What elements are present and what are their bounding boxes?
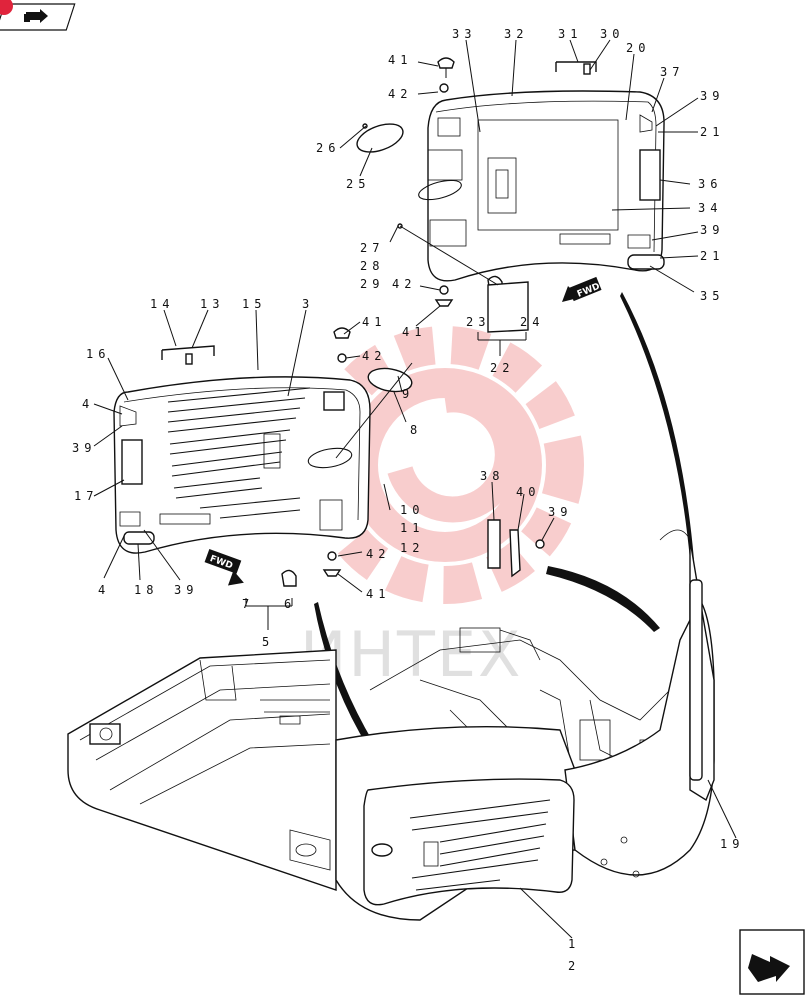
callout-10: 10: [400, 503, 424, 517]
callout-36: 36: [698, 177, 722, 191]
callout-7: 7: [242, 597, 254, 611]
next-page-button[interactable]: [739, 929, 805, 995]
callout-12: 12: [400, 541, 424, 555]
callout-37: 37: [660, 65, 684, 79]
nav-badge: [0, 0, 13, 15]
callout-41: 41: [366, 587, 390, 601]
prev-page-button[interactable]: [0, 0, 76, 31]
callout-39: 39: [174, 583, 198, 597]
callout-22: 22: [490, 361, 514, 375]
machine-frame: [67, 649, 337, 891]
callout-28: 28: [360, 259, 384, 273]
leader-lines: [93, 39, 737, 939]
callout-40: 40: [516, 485, 540, 499]
callout-18: 18: [134, 583, 158, 597]
callout-34: 34: [698, 201, 722, 215]
callout-39: 39: [72, 441, 96, 455]
callout-11: 11: [400, 521, 424, 535]
rear-grille: [363, 778, 575, 906]
fwd-arrow-upper: FWD: [562, 276, 602, 302]
callout-15: 15: [242, 297, 266, 311]
callout-41: 41: [402, 325, 426, 339]
callout-39: 39: [548, 505, 572, 519]
callout-41: 41: [388, 53, 412, 67]
callout-6: 6: [284, 597, 296, 611]
callout-30: 30: [600, 27, 624, 41]
callout-29: 29: [360, 277, 384, 291]
callout-8: 8: [410, 423, 422, 437]
callout-14: 14: [150, 297, 174, 311]
callout-25: 25: [346, 177, 370, 191]
callout-31: 31: [558, 27, 582, 41]
callout-17: 17: [74, 489, 98, 503]
counterweight-body: [335, 529, 715, 921]
callout-39: 39: [700, 89, 724, 103]
callout-39: 39: [700, 223, 724, 237]
vent-slots-lower-panel: [167, 387, 311, 519]
callout-20: 20: [626, 41, 650, 55]
callout-labels: 41 42 33 32 31 30 20 37 39 21 26 25 36 3…: [72, 27, 744, 973]
fwd-arrow-lower: FWD: [204, 548, 244, 586]
callout-41: 41: [362, 315, 386, 329]
callout-23: 23: [466, 315, 490, 329]
callout-24: 24: [520, 315, 544, 329]
upper-door-panel: [418, 90, 665, 282]
callout-33: 33: [452, 27, 476, 41]
callout-9: 9: [402, 387, 414, 401]
callout-4: 4: [82, 397, 94, 411]
callout-42: 42: [388, 87, 412, 101]
callout-2: 2: [568, 959, 580, 973]
callout-32: 32: [504, 27, 528, 41]
callout-4: 4: [98, 583, 110, 597]
callout-21: 21: [700, 125, 724, 139]
callout-21: 21: [700, 249, 724, 263]
callout-26: 26: [316, 141, 340, 155]
lower-door-panel: [113, 376, 371, 554]
callout-16: 16: [86, 347, 110, 361]
pointer-swooshes: [314, 292, 694, 782]
page-back-arrow-icon: [24, 9, 48, 23]
page-forward-arrow-icon: [748, 954, 790, 982]
callout-42: 42: [392, 277, 416, 291]
callout-19: 19: [720, 837, 744, 851]
callout-1: 1: [568, 937, 580, 951]
callout-5: 5: [262, 635, 274, 649]
callout-3: 3: [302, 297, 314, 311]
callout-42: 42: [362, 349, 386, 363]
callout-42: 42: [366, 547, 390, 561]
upper-small-parts: [356, 57, 597, 333]
callout-38: 38: [480, 469, 504, 483]
callout-35: 35: [700, 289, 724, 303]
callout-27: 27: [360, 241, 384, 255]
callout-13: 13: [200, 297, 224, 311]
